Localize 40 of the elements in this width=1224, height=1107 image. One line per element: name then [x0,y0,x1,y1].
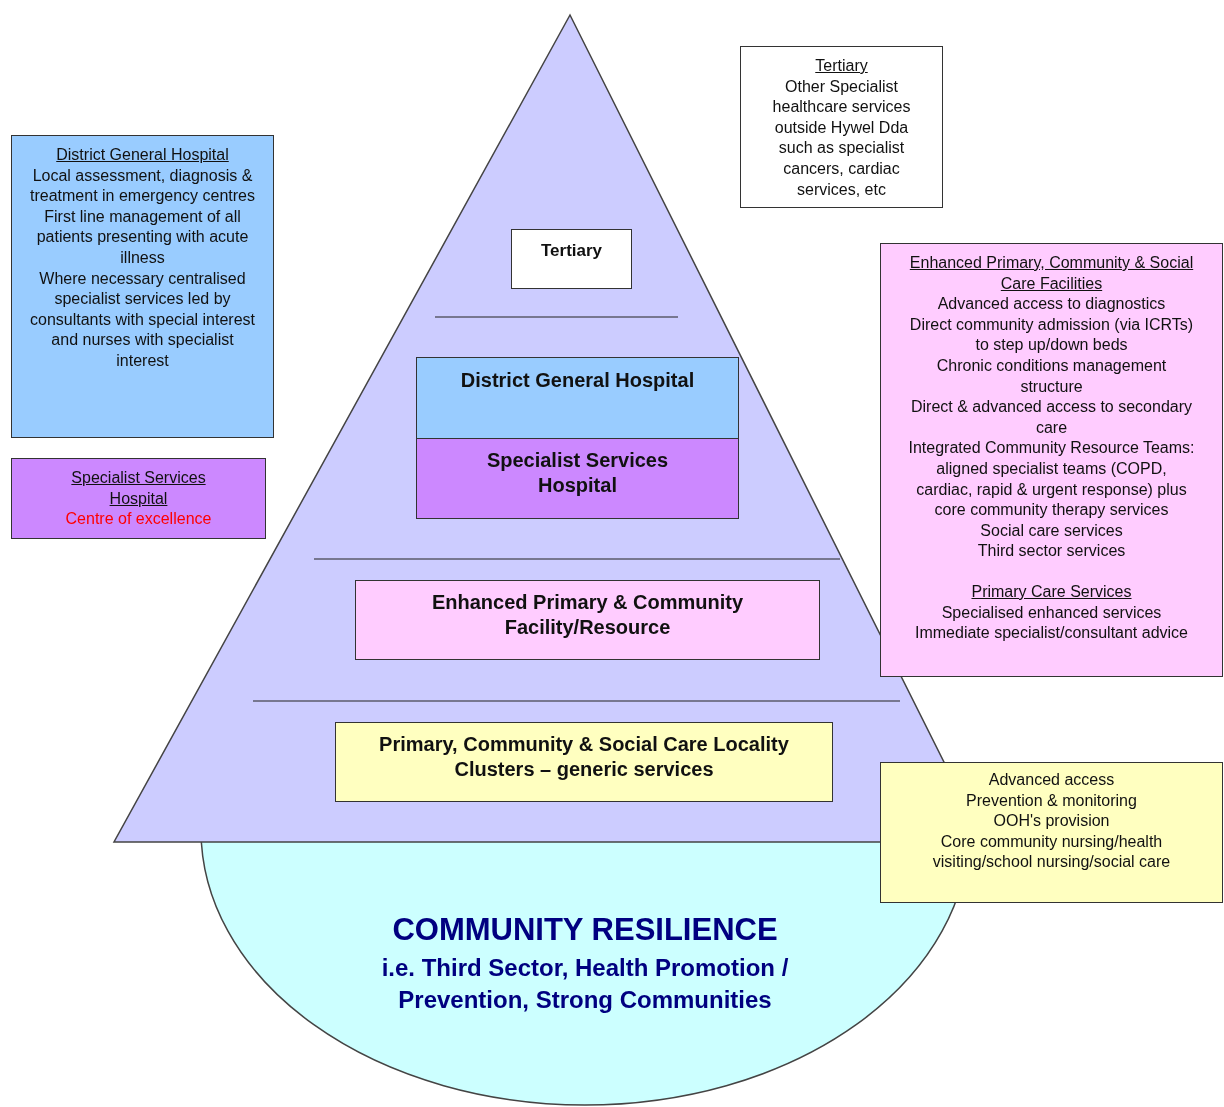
tier-label: Enhanced Primary & Community Facility/Resource [430,590,745,640]
info-box [880,762,1223,903]
section-title: COMMUNITY RESILIENCE [391,912,779,948]
tier-box [416,438,739,519]
box-text: Advanced access [988,770,1115,790]
box-text: Chronic conditions management structure [935,355,1168,397]
tier-label: Specialist Services Hospital [485,448,670,498]
box-text: Third sector services [977,541,1126,562]
section-subtitle: i.e. Third Sector, Health Promotion / Prevention, Strong Communities [380,953,790,1015]
box-text: Specialised enhanced services [941,602,1162,623]
box-heading: District General Hospital [56,145,229,165]
box-text: Other Specialist healthcare services outside Hywel Dda such as specialist cancers, cardiac services, etc [771,76,912,200]
box-text: Social care services [980,520,1123,541]
box-heading: Tertiary [815,56,868,76]
info-box [740,46,943,208]
info-box [11,135,274,438]
tier-label: Tertiary [540,240,603,262]
tier-box [355,580,820,660]
box-text: Centre of excellence [65,509,212,530]
box-text: OOH's provision [993,811,1110,832]
box-text: Direct community admission (via ICRTs) to step up/down beds [908,314,1195,356]
box-text: Prevention & monitoring [966,790,1137,811]
box-text: First line management of all patients presenting with acute illness [35,206,250,268]
box-heading: Primary Care Services [971,581,1132,602]
box-text: Integrated Community Resource Teams: aligned specialist teams (COPD, cardiac, rapid & urgent response) plus core community therapy services [907,438,1196,521]
box-text: Direct & advanced access to secondary care [910,397,1193,438]
info-box [880,243,1223,677]
box-text: Immediate specialist/consultant advice [915,623,1188,644]
box-text: Local assessment, diagnosis & treatment in emergency centres [30,165,255,207]
tier-box [416,357,739,439]
info-box [11,458,266,539]
tier-label: District General Hospital [460,368,695,393]
box-text: Advanced access to diagnostics [937,294,1166,315]
tier-label: Primary, Community & Social Care Locality Clusters – generic services [378,732,790,782]
box-text: Where necessary centralised specialist services led by consultants with special interest and nurses with specialist interest [30,268,255,371]
box-heading: Specialist Services Hospital [70,468,207,509]
tier-box [511,229,632,289]
tier-box [335,722,833,802]
box-heading: Enhanced Primary, Community & Social Care Facilities [908,253,1195,294]
box-text: Core community nursing/health visiting/school nursing/social care [931,831,1172,873]
